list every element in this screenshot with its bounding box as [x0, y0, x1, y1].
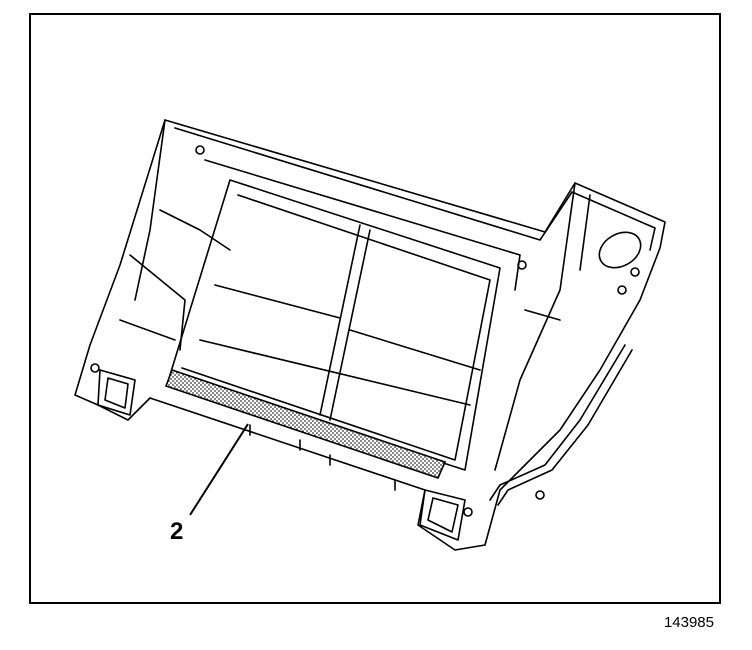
filter-frame	[169, 179, 501, 471]
filter-strip	[164, 368, 447, 479]
housing-outline	[74, 119, 666, 551]
figure-number: 143985	[663, 614, 714, 631]
callout-leader-line	[189, 423, 249, 516]
figure-frame	[29, 13, 721, 604]
callout-label: 2	[170, 518, 184, 545]
